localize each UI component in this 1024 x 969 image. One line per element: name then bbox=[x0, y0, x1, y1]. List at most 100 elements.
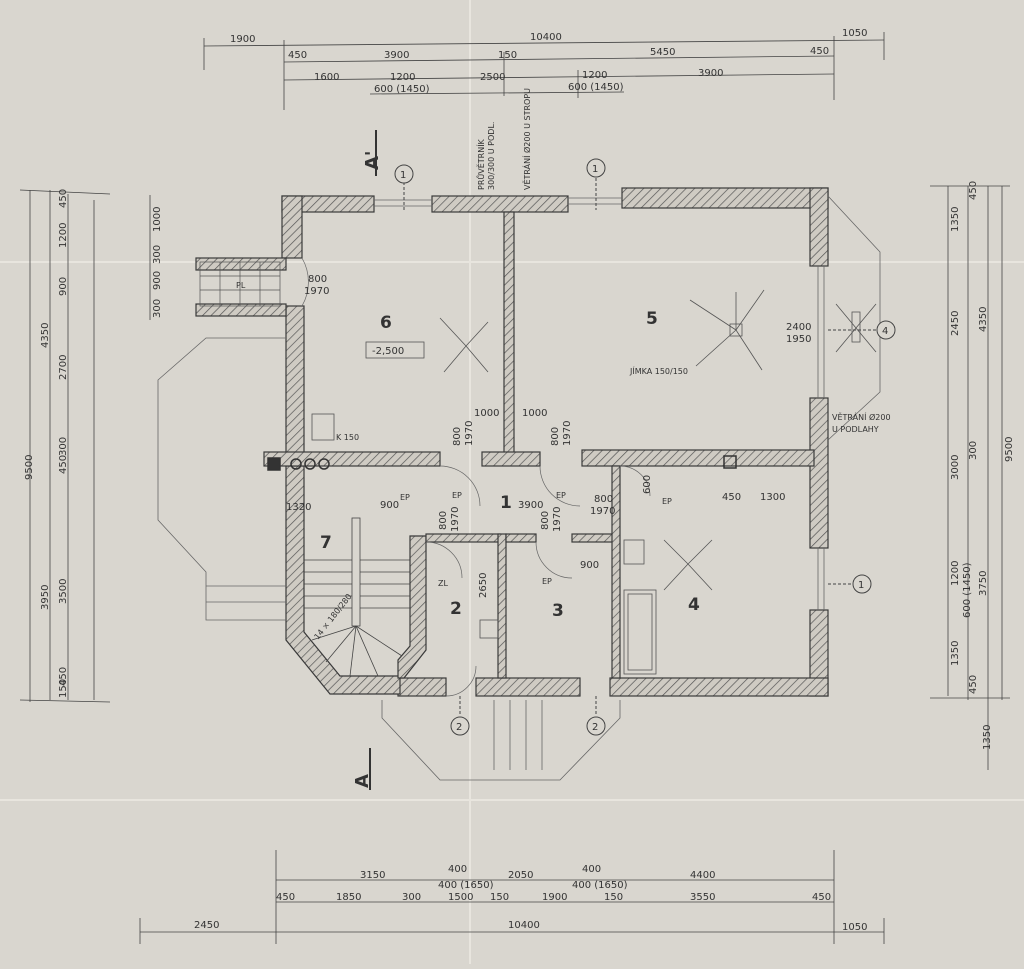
dim-bot-total: 10400 bbox=[508, 920, 540, 931]
dim-int-c: 900 bbox=[380, 500, 399, 511]
stairs-note: 14 × 180/280 bbox=[312, 592, 353, 641]
dim-left-b: 3950 bbox=[40, 585, 51, 610]
dim-bot-r2-f: 1900 bbox=[542, 892, 567, 903]
dim-right-c4: 300 bbox=[968, 441, 979, 460]
axis-label-right-high: 4 bbox=[882, 326, 888, 337]
dim-left-c4: 2700 bbox=[58, 355, 69, 380]
dim-door-f: 800 bbox=[594, 494, 613, 505]
ep-note-3: EP bbox=[556, 491, 566, 500]
dim-bot-left: 2450 bbox=[194, 920, 219, 931]
ep-note-5: EP bbox=[542, 577, 552, 586]
section-marker-top: A' bbox=[362, 130, 383, 176]
dim-bot-r1-g: 400 (1650) bbox=[572, 880, 628, 891]
dim-right-c8: 1350 bbox=[950, 641, 961, 666]
level-note: -2,500 bbox=[372, 346, 404, 357]
dim-right-c6: 1200 bbox=[950, 561, 961, 586]
dim-right-total: 9500 bbox=[1004, 437, 1015, 462]
jimka-note: JÍMKA 150/150 bbox=[629, 365, 688, 376]
prevetrnik-note-a: PRŮVĚTRNÍK bbox=[475, 138, 486, 190]
dim-bot-r1-b: 400 bbox=[448, 864, 467, 875]
dim-left-c6: 450 bbox=[58, 455, 69, 474]
dim-top-r4-a: 600 (1450) bbox=[374, 84, 430, 95]
dim-right-c1: 1350 bbox=[950, 207, 961, 232]
dim-top-r2-d: 5450 bbox=[650, 47, 675, 58]
dim-window-5b: 1950 bbox=[786, 334, 811, 345]
dim-left-c5: 300 bbox=[58, 437, 69, 456]
staircase bbox=[304, 517, 410, 677]
dim-door-g: 800 bbox=[438, 511, 449, 530]
room-number-7: 7 bbox=[320, 533, 332, 553]
svg-text:A': A' bbox=[362, 151, 383, 170]
room-number-5: 5 bbox=[646, 309, 658, 329]
dim-bot-r2-i: 450 bbox=[812, 892, 831, 903]
dim-right-c3: 2450 bbox=[950, 311, 961, 336]
dim-bot-r2-h: 3550 bbox=[690, 892, 715, 903]
dim-door-a2: 1970 bbox=[304, 286, 329, 297]
dim-left-c8: 450 bbox=[58, 667, 69, 686]
dim-left-d4: 300 bbox=[152, 299, 163, 318]
dim-right-c9: 450 bbox=[968, 675, 979, 694]
dim-bot-right: 1050 bbox=[842, 922, 867, 933]
chimney-flues bbox=[267, 455, 737, 471]
dim-bot-r1-c: 2050 bbox=[508, 870, 533, 881]
dim-left-d1: 1000 bbox=[152, 207, 163, 232]
dim-top-total: 10400 bbox=[530, 32, 562, 43]
dim-left-c9: 150 bbox=[58, 679, 69, 698]
dimension-lines bbox=[19, 32, 1010, 944]
stair-inner-wall bbox=[397, 535, 427, 679]
dim-top-r4-b: 600 (1450) bbox=[568, 82, 624, 93]
ep-note-4: EP bbox=[662, 497, 672, 506]
prevetrnik-note-b: 300/300 U PODL. bbox=[487, 122, 496, 190]
dim-door-e: 800 bbox=[550, 427, 561, 446]
door-swings bbox=[301, 257, 651, 697]
dim-int-f: 1320 bbox=[286, 502, 311, 513]
dim-top-r3-a: 1600 bbox=[314, 72, 339, 83]
chute-grid bbox=[199, 261, 281, 307]
dim-door-h2: 1970 bbox=[552, 507, 563, 532]
vent-ceiling-note: VĚTRÁNÍ Ø200 U STROPU bbox=[521, 88, 532, 190]
dim-int-g: 3900 bbox=[518, 500, 543, 511]
dim-top-r2-c: 150 bbox=[498, 50, 517, 61]
axis-markers bbox=[394, 158, 896, 736]
dim-right-c7: 600 (1450) bbox=[962, 562, 973, 618]
light-fixtures bbox=[439, 289, 877, 591]
dim-left-c1: 450 bbox=[58, 189, 69, 208]
vent-floor-note-a: VĚTRÁNÍ Ø200 bbox=[832, 411, 891, 422]
dim-right-c5: 3000 bbox=[950, 455, 961, 480]
axis-label-top-left: 1 bbox=[400, 170, 406, 181]
dim-bot-r1-d: 400 bbox=[582, 864, 601, 875]
dim-door-e2: 1970 bbox=[562, 421, 573, 446]
dim-bot-r1-a: 3150 bbox=[360, 870, 385, 881]
axis-label-top-right: 1 bbox=[592, 164, 598, 175]
k150-note: K 150 bbox=[336, 433, 359, 442]
dim-bot-r2-d: 1500 bbox=[448, 892, 473, 903]
axis-label-bottom-left: 2 bbox=[456, 722, 462, 733]
dim-bot-r2-a: 450 bbox=[276, 892, 295, 903]
fixtures bbox=[311, 341, 657, 675]
dim-door-h: 800 bbox=[540, 511, 551, 530]
dim-top-r2-b: 3900 bbox=[384, 50, 409, 61]
dim-left-total: 9500 bbox=[24, 455, 35, 480]
dim-door-g2: 1970 bbox=[450, 507, 461, 532]
dim-top-r2-e: 450 bbox=[810, 46, 829, 57]
dim-top-r3-e: 3900 bbox=[698, 68, 723, 79]
room-number-4: 4 bbox=[688, 595, 700, 615]
dim-window-5: 2400 bbox=[786, 322, 811, 333]
dim-top-r3-d: 1200 bbox=[582, 70, 607, 81]
dim-door-a: 800 bbox=[308, 274, 327, 285]
dim-top-r3-b: 1200 bbox=[390, 72, 415, 83]
dim-right-b: 3750 bbox=[978, 571, 989, 596]
dim-bot-r2-b: 1850 bbox=[336, 892, 361, 903]
vent-floor-note-b: U PODLAHY bbox=[832, 425, 879, 434]
interior-walls bbox=[263, 211, 815, 679]
dim-top-left: 1900 bbox=[230, 34, 255, 45]
dim-right-c10: 1350 bbox=[982, 725, 993, 750]
svg-text:A: A bbox=[352, 774, 373, 788]
dim-int-h: 600 bbox=[642, 475, 653, 494]
dim-left-a: 4350 bbox=[40, 323, 51, 348]
dim-door-d2: 1970 bbox=[464, 421, 475, 446]
dim-left-d3: 900 bbox=[152, 271, 163, 290]
